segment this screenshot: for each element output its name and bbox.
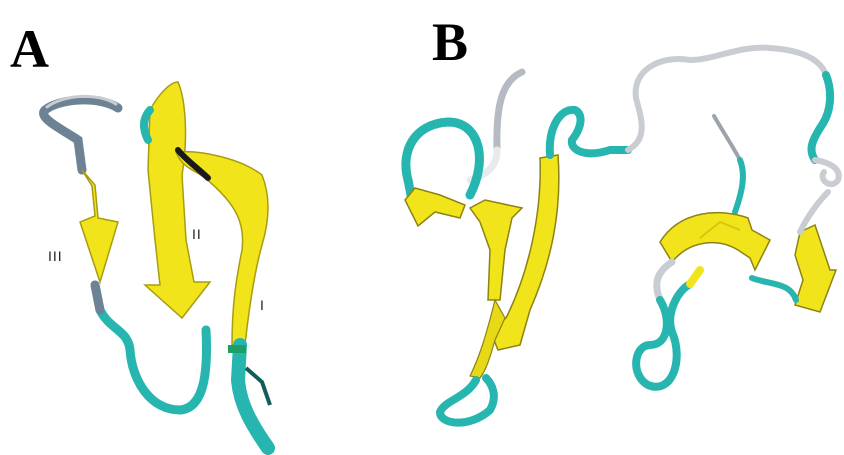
panel-a-tail [238, 345, 268, 448]
panel-b-structure-right [636, 75, 839, 387]
panel-b-structure-left [405, 48, 826, 423]
panel-b-strand-b [470, 200, 522, 300]
panel-a-turn-top [44, 100, 118, 170]
strand-label-ii: II [192, 226, 202, 242]
panel-b-strand-d [795, 225, 836, 312]
panel-a-structure [44, 82, 270, 448]
panel-a-strand-ii [145, 82, 210, 318]
panel-b-loop-bottom [440, 378, 494, 423]
strand-label-i: I [260, 297, 265, 313]
panel-b-loop-right [636, 284, 690, 387]
panel-a-strand-i [176, 152, 268, 345]
strand-label-iii: III [48, 248, 63, 264]
panel-b-strand-c [660, 213, 770, 270]
panel-a-strand-iii [80, 170, 118, 282]
panel-b-strand-a [405, 188, 465, 226]
